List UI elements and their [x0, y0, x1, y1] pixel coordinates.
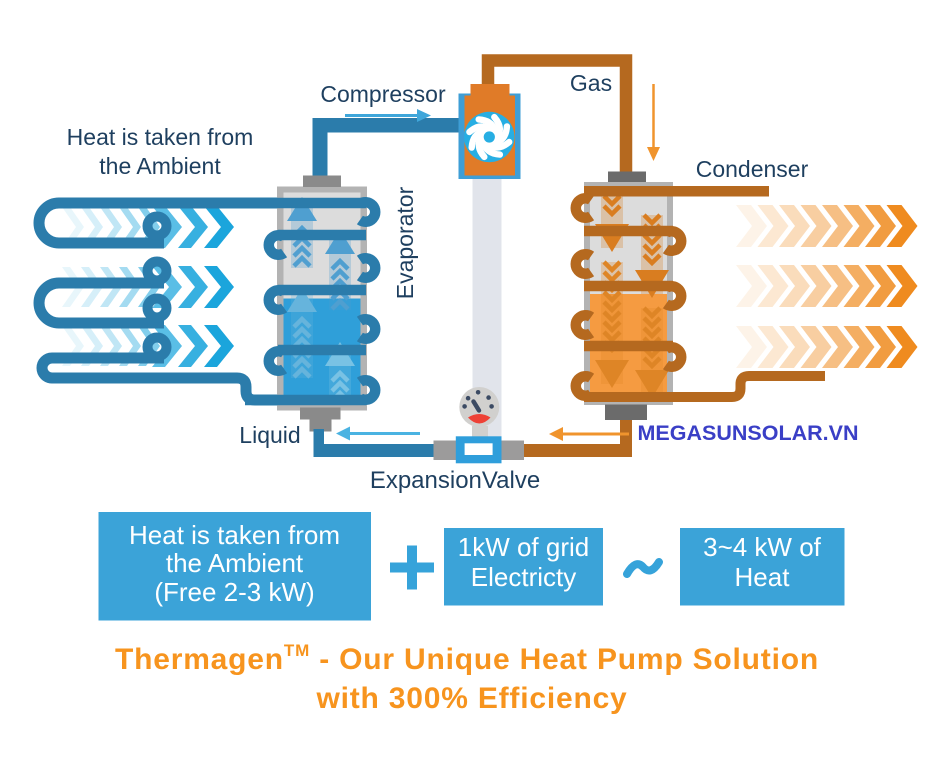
- svg-text:Liquid: Liquid: [239, 422, 300, 448]
- svg-text:Heat: Heat: [735, 562, 791, 592]
- svg-text:ExpansionValve: ExpansionValve: [370, 467, 540, 494]
- svg-text:the Ambient: the Ambient: [99, 153, 221, 179]
- svg-text:(Free 2-3 kW): (Free 2-3 kW): [154, 577, 314, 607]
- svg-text:with 300% Efficiency: with 300% Efficiency: [315, 682, 627, 715]
- svg-text:ThermagenTM - Our Unique Heat: ThermagenTM - Our Unique Heat Pump Solut…: [115, 641, 819, 676]
- svg-text:3~4 kW of: 3~4 kW of: [703, 532, 822, 562]
- svg-text:1kW of grid: 1kW of grid: [458, 532, 590, 562]
- svg-text:Gas: Gas: [570, 70, 612, 96]
- svg-text:MEGASUNSOLAR.VN: MEGASUNSOLAR.VN: [638, 421, 859, 445]
- svg-text:Condenser: Condenser: [696, 156, 809, 182]
- svg-text:Heat is taken from: Heat is taken from: [129, 520, 340, 550]
- svg-text:Electricty: Electricty: [471, 562, 576, 592]
- svg-text:Evaporator: Evaporator: [392, 186, 418, 299]
- svg-text:the Ambient: the Ambient: [166, 548, 304, 578]
- svg-text:Heat is taken from: Heat is taken from: [67, 124, 254, 150]
- svg-text:Compressor: Compressor: [320, 81, 446, 107]
